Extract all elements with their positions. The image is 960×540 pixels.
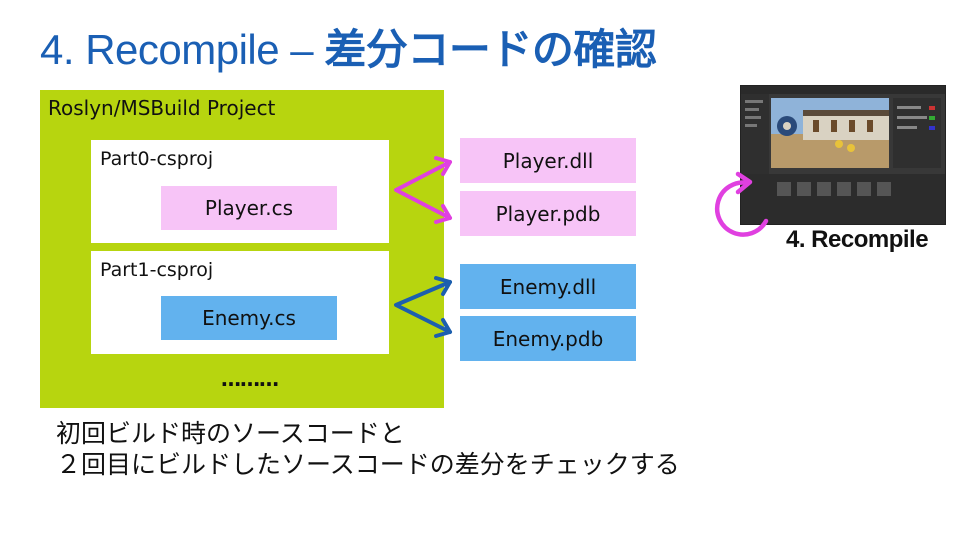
editor-thumbnail-image xyxy=(741,86,945,224)
description-line-1: 初回ビルド時のソースコードと xyxy=(56,419,405,448)
page-title: 4. Recompile – 差分コードの確認 xyxy=(40,16,657,77)
player-cs-label: Player.cs xyxy=(204,196,294,220)
msbuild-project-box: Roslyn/MSBuild Project Part0-csproj Play… xyxy=(40,90,444,408)
player-dll-box: Player.dll xyxy=(460,138,636,183)
part0-label: Part0-csproj xyxy=(100,148,214,170)
more-parts-ellipsis: ……… xyxy=(221,367,279,391)
enemy-dll-label: Enemy.dll xyxy=(499,274,597,299)
player-arrows xyxy=(394,156,452,224)
enemy-pdb-box: Enemy.pdb xyxy=(460,316,636,361)
description-line-2: ２回目にビルドしたソースコードの差分をチェックする xyxy=(56,450,680,479)
title-accent: 差分コードの確認 xyxy=(324,26,657,73)
enemy-arrows xyxy=(394,276,452,338)
player-dll-arrowhead xyxy=(434,156,452,176)
enemy-pdb-label: Enemy.pdb xyxy=(492,326,604,351)
project-label: Roslyn/MSBuild Project xyxy=(48,96,276,120)
enemy-pdb-arrowhead xyxy=(434,318,452,338)
recompile-label: 4. Recompile xyxy=(786,226,929,253)
enemy-arrow-lines xyxy=(394,280,452,334)
player-arrow-lines xyxy=(394,160,452,220)
recompile-loop-icon xyxy=(714,171,769,237)
enemy-cs-box: Enemy.cs xyxy=(161,296,337,340)
part1-label: Part1-csproj xyxy=(100,259,214,281)
player-dll-label: Player.dll xyxy=(502,148,594,173)
enemy-dll-box: Enemy.dll xyxy=(460,264,636,309)
player-cs-box: Player.cs xyxy=(161,186,337,230)
enemy-cs-label: Enemy.cs xyxy=(202,306,296,330)
player-pdb-box: Player.pdb xyxy=(460,191,636,236)
player-pdb-arrowhead xyxy=(434,204,452,224)
unity-editor-screenshot xyxy=(740,85,946,225)
title-prefix: 4. Recompile – xyxy=(40,26,325,73)
build-arrows xyxy=(394,156,452,338)
description: 初回ビルド時のソースコードと ２回目にビルドしたソースコードの差分をチェックする xyxy=(56,418,680,480)
enemy-dll-arrowhead xyxy=(434,276,452,296)
player-pdb-label: Player.pdb xyxy=(495,201,601,226)
